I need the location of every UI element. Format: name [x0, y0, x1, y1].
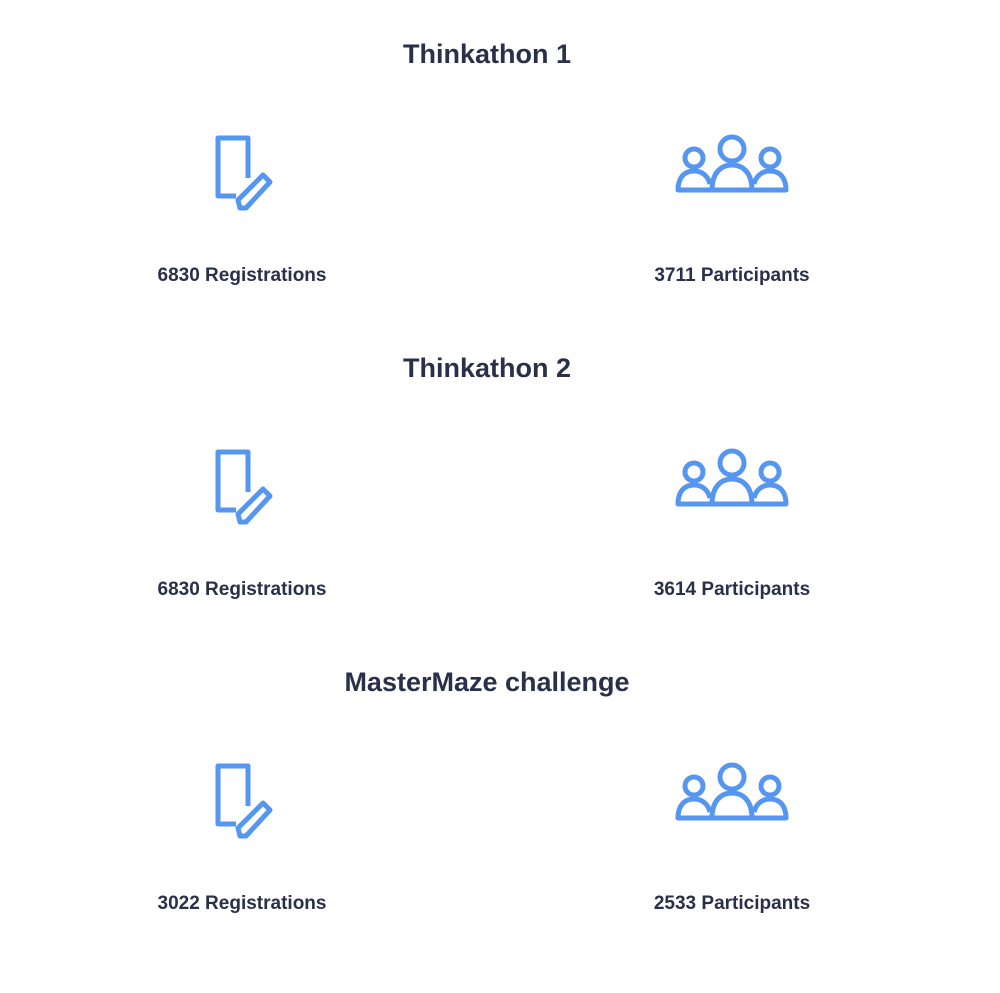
event-section-mastermaze: MasterMaze challenge 3022 Registrations … [0, 628, 1000, 942]
section-title: Thinkathon 1 [403, 39, 571, 69]
section-title: Thinkathon 2 [403, 353, 571, 383]
registrations-count: 6830 Registrations [157, 579, 327, 600]
event-section-thinkathon-1: Thinkathon 1 6830 Registrations 3711 Par… [0, 0, 1000, 314]
group-people-icon [582, 762, 882, 842]
event-section-thinkathon-2: Thinkathon 2 6830 Registrations 3614 Par… [0, 314, 1000, 628]
participants-count: 3614 Participants [653, 579, 811, 600]
participants-count: 3711 Participants [654, 265, 810, 286]
registrations-count: 3022 Registrations [157, 893, 327, 914]
document-edit-icon [92, 134, 392, 214]
registrations-count: 6830 Registrations [157, 265, 327, 286]
registrations-stat: 3022 Registrations [92, 718, 392, 918]
registrations-stat: 6830 Registrations [92, 404, 392, 604]
group-people-icon [582, 134, 882, 214]
registrations-stat: 6830 Registrations [92, 90, 392, 290]
section-title: MasterMaze challenge [344, 667, 630, 697]
participants-count: 2533 Participants [653, 893, 811, 914]
group-people-icon [582, 448, 882, 528]
participants-stat: 3614 Participants [582, 404, 882, 604]
participants-stat: 3711 Participants [582, 90, 882, 290]
document-edit-icon [92, 448, 392, 528]
document-edit-icon [92, 762, 392, 842]
participants-stat: 2533 Participants [582, 718, 882, 918]
